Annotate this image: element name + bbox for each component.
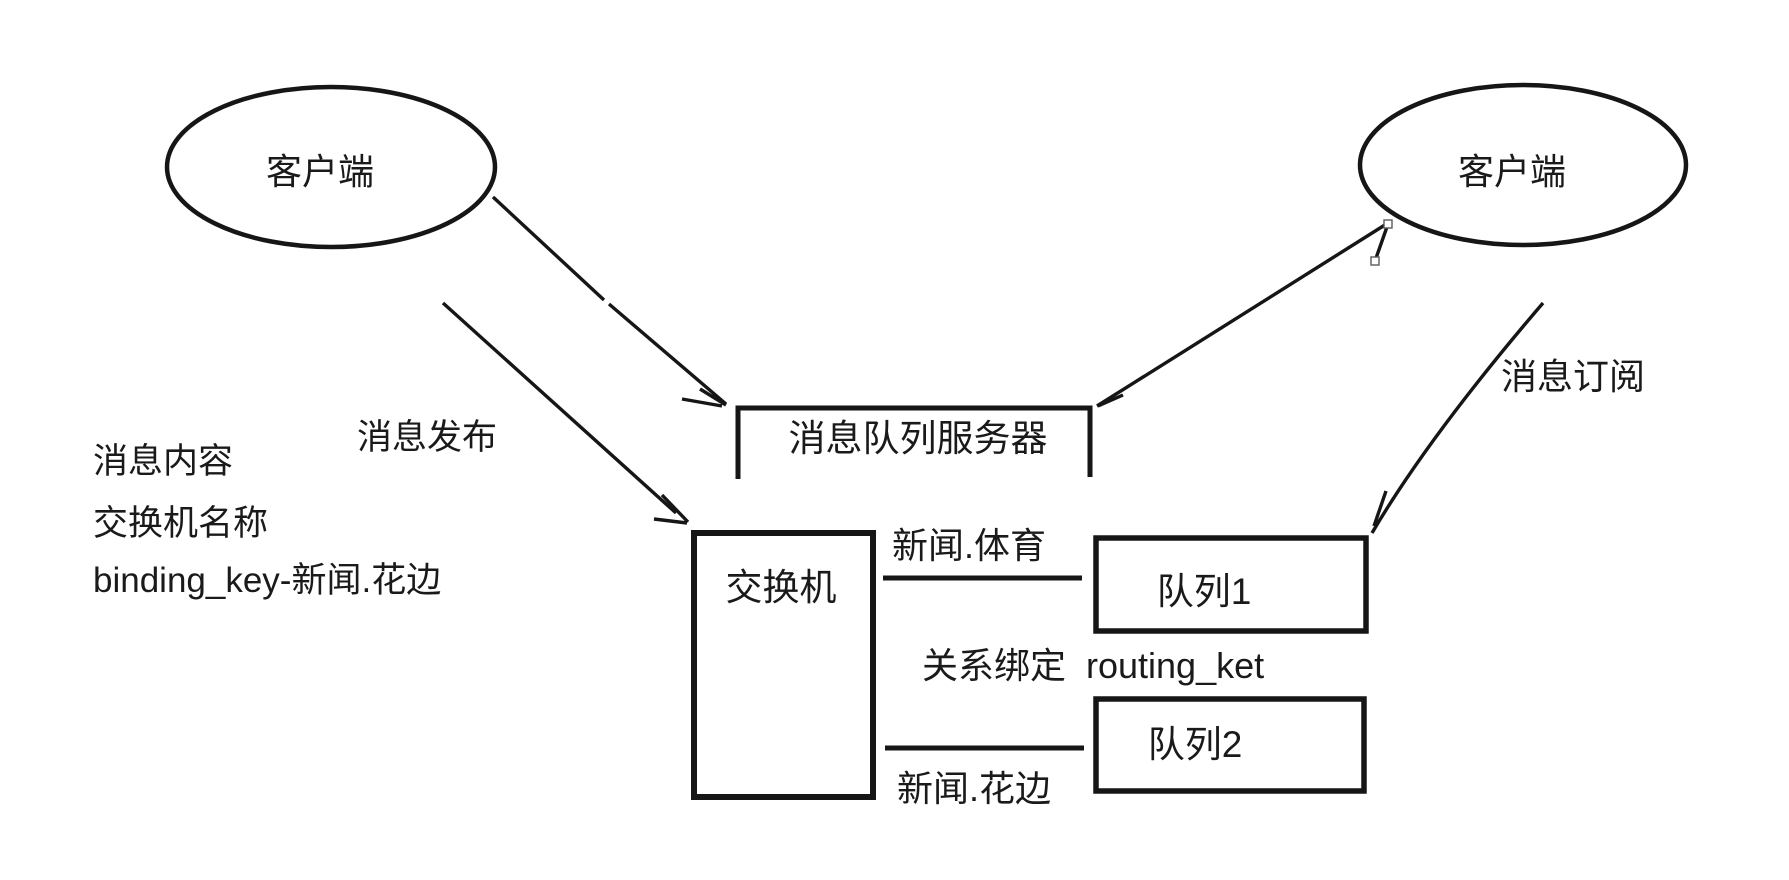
note-message-content: 消息内容 [93,442,234,481]
publish-arrow-label: 消息发布 [357,418,498,457]
server-label: 消息队列服务器 [788,418,1048,459]
client-right-ellipse[interactable] [1357,82,1689,248]
selection-handle-bottom[interactable] [1370,256,1380,266]
client-to-server-arrowhead[interactable] [681,387,727,408]
subscribe-arrowhead[interactable] [1372,490,1388,527]
server-to-client-arrow[interactable] [1096,221,1389,408]
exchange-box-shape[interactable] [691,530,876,800]
client-to-server-arrow[interactable] [491,195,728,406]
routing-key-top-label: 新闻.体育 [892,525,1047,566]
subscribe-arrow[interactable] [1370,301,1545,534]
exchange-label: 交换机 [725,567,837,608]
queue1-label: 队列1 [1156,571,1252,612]
binding-relation-label: 关系绑定 routing_ket [922,645,1265,686]
client-arrowhead-stroke[interactable] [1373,223,1390,262]
note-exchange-name: 交换机名称 [93,504,269,543]
queue2-label: 队列2 [1147,724,1243,765]
client-right-label: 客户端 [1457,151,1566,192]
selection-handle-top[interactable] [1383,219,1393,229]
queue2-box-shape[interactable] [1093,696,1367,794]
server-box-shape[interactable] [735,405,1093,479]
client-to-exchange-arrow[interactable] [441,301,678,515]
queue1-box-shape[interactable] [1093,535,1369,634]
subscribe-arrow-label: 消息订阅 [1501,356,1646,397]
client-left-label: 客户端 [265,151,374,192]
server-to-client-arrowhead[interactable] [1097,393,1124,408]
note-binding-key: binding_key-新闻.花边 [93,561,442,600]
client-left-ellipse[interactable] [164,84,498,250]
routing-key-bottom-label: 新闻.花边 [897,768,1052,809]
client-to-exchange-arrowhead[interactable] [653,493,690,525]
